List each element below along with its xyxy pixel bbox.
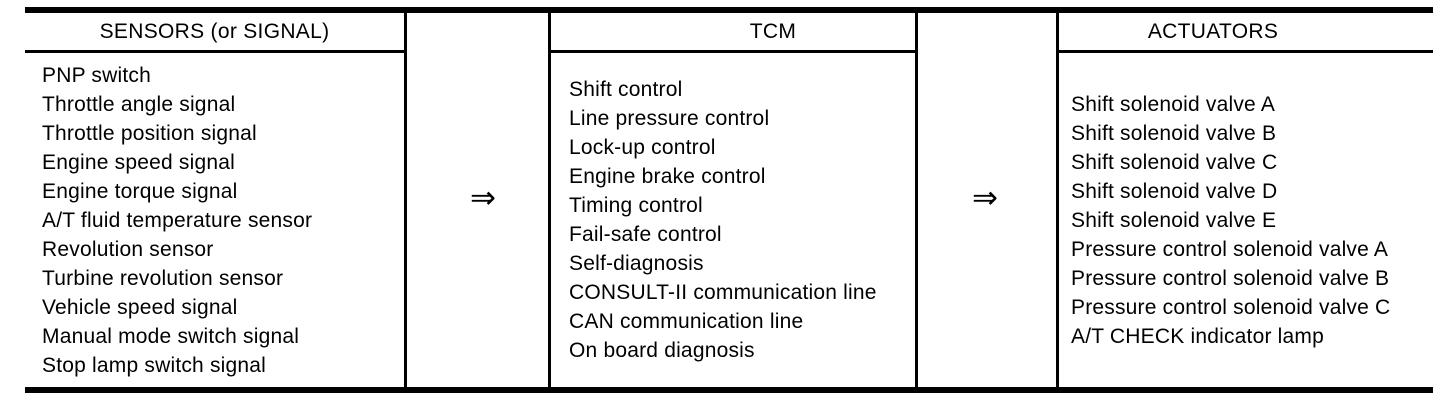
actuators-header-label: ACTUATORS [1147, 19, 1279, 43]
actuator-item: Pressure control solenoid valve C [1071, 295, 1391, 319]
tcm-column-header: TCM [551, 13, 915, 50]
sensors-header-underline [25, 50, 404, 53]
tcm-function-item: Engine brake control [569, 165, 766, 188]
tcm-function-item: Fail-safe control [569, 223, 722, 246]
tcm-function-item: Self-diagnosis [569, 252, 704, 275]
actuators-header-underline [1056, 50, 1433, 53]
actuators-column-header: ACTUATORS [1059, 13, 1433, 50]
sensors-header-label: SENSORS (or SIGNAL) [99, 19, 330, 43]
sensors-column-right-border [404, 13, 407, 387]
tcm-header-label: TCM [749, 19, 797, 43]
sensor-item: Turbine revolution sensor [42, 266, 284, 290]
actuator-item: Shift solenoid valve C [1071, 150, 1278, 174]
sensor-item: Throttle angle signal [42, 92, 236, 116]
sensor-item: Throttle position signal [42, 121, 257, 145]
tcm-function-item: CAN communication line [569, 310, 804, 333]
actuator-item: A/T CHECK indicator lamp [1071, 324, 1324, 348]
actuator-item: Shift solenoid valve D [1071, 179, 1278, 203]
sensor-item: Stop lamp switch signal [42, 353, 267, 377]
arrow-tcm-to-actuators-icon: ⇒ [972, 179, 998, 215]
actuator-item: Pressure control solenoid valve B [1071, 266, 1390, 290]
tcm-function-item: Timing control [569, 194, 703, 217]
actuator-item: Shift solenoid valve E [1071, 208, 1277, 232]
tcm-header-underline [548, 50, 918, 53]
tcm-column-left-border [548, 13, 551, 387]
sensor-item: A/T fluid temperature sensor [42, 208, 313, 232]
sensor-item: Engine torque signal [42, 179, 238, 203]
actuator-item: Shift solenoid valve B [1071, 121, 1277, 145]
actuator-item: Shift solenoid valve A [1071, 92, 1276, 116]
arrow-sensors-to-tcm-icon: ⇒ [470, 179, 496, 215]
tcm-function-item: Lock-up control [569, 136, 716, 159]
tcm-function-item: On board diagnosis [569, 339, 755, 362]
sensor-item: Engine speed signal [42, 150, 235, 174]
sensor-item: Manual mode switch signal [42, 324, 300, 348]
sensors-column-header: SENSORS (or SIGNAL) [25, 13, 404, 50]
tcm-function-item: Shift control [569, 78, 683, 101]
tcm-function-item: Line pressure control [569, 107, 770, 130]
sensor-item: PNP switch [42, 63, 151, 87]
tcm-function-item: CONSULT-II communication line [569, 281, 877, 304]
tcm-column-right-border [915, 13, 918, 387]
actuators-column-left-border [1056, 13, 1059, 387]
actuators-list: Shift solenoid valve A Shift solenoid val… [1059, 53, 1433, 387]
sensor-item: Vehicle speed signal [42, 295, 238, 319]
actuator-item: Pressure control solenoid valve A [1071, 237, 1389, 261]
sensor-item: Revolution sensor [42, 237, 214, 261]
top-rule [25, 7, 1433, 13]
bottom-rule [25, 387, 1433, 393]
